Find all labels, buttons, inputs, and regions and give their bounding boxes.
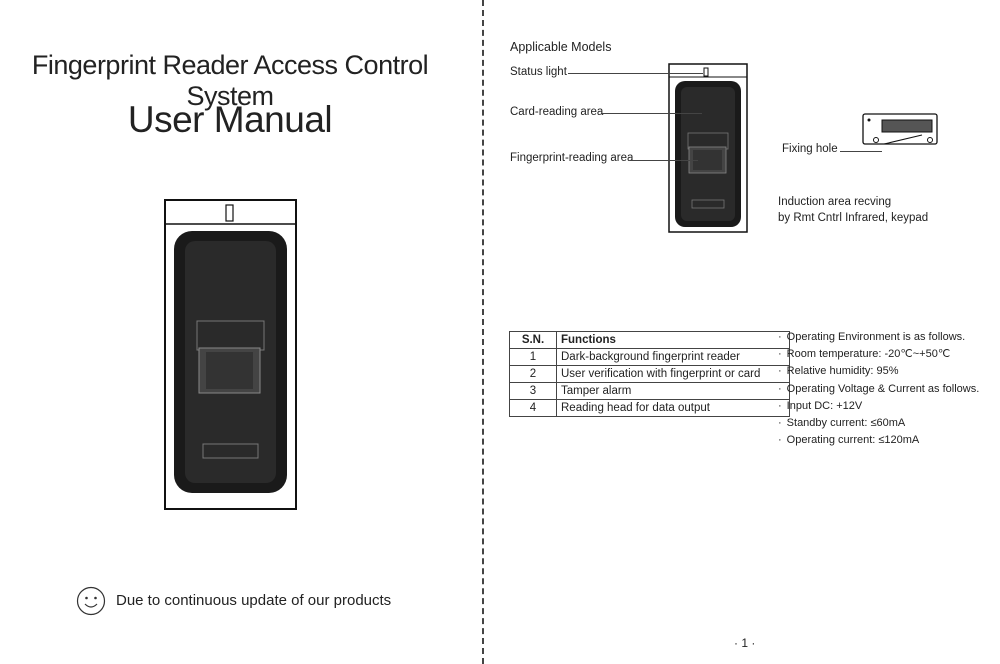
- table-cell-function: Reading head for data output: [556, 399, 790, 417]
- fingerprint-area-pointer: [630, 160, 698, 161]
- device-side-diagram: [862, 113, 938, 145]
- induction-line-2: by Rmt Cntrl Infrared, keypad: [778, 212, 929, 224]
- table-row: 1 Dark-background fingerprint reader: [509, 348, 790, 366]
- spec-item: Operating Voltage & Current as follows.: [778, 381, 980, 398]
- induction-line-1: Induction area recving: [778, 196, 892, 208]
- table-row: 4 Reading head for data output: [509, 399, 790, 417]
- card-area-pointer: [602, 113, 702, 114]
- table-header-sn: S.N.: [509, 331, 557, 349]
- table-cell-sn: 4: [509, 399, 557, 417]
- table-row: 2 User verification with fingerprint or …: [509, 365, 790, 383]
- table-cell-function: Tamper alarm: [556, 382, 790, 400]
- fixing-hole-label: Fixing hole: [782, 143, 838, 155]
- table-row: 3 Tamper alarm: [509, 382, 790, 400]
- status-light-label: Status light: [510, 66, 567, 78]
- update-notice: Due to continuous update of our products: [116, 592, 392, 609]
- table-cell-function: Dark-background fingerprint reader: [556, 348, 790, 366]
- spec-item: Operating Environment is as follows.: [778, 329, 979, 346]
- smiley-icon: [76, 586, 106, 616]
- spec-list: Operating Environment is as follows. Roo…: [778, 329, 980, 449]
- table-header-row: S.N. Functions: [509, 331, 790, 349]
- table-cell-sn: 2: [509, 365, 557, 383]
- manual-subtitle: User Manual: [127, 99, 333, 140]
- spec-item: Operating current: ≤120mA: [778, 432, 979, 449]
- manual-title: Fingerprint Reader Access Control System: [31, 50, 429, 111]
- spec-item: Relative humidity: 95%: [778, 363, 979, 380]
- table-cell-function: User verification with fingerprint or ca…: [556, 365, 790, 383]
- status-light-pointer: [568, 73, 703, 74]
- spec-item: Room temperature: -20℃~+50℃: [778, 346, 979, 363]
- table-cell-sn: 3: [509, 382, 557, 400]
- page-divider: [482, 0, 484, 664]
- fixing-hole-pointer: [840, 151, 882, 152]
- card-area-label: Card-reading area: [510, 106, 604, 118]
- spec-item: Input DC: +12V: [778, 398, 979, 415]
- fingerprint-reader-device-illustration: [164, 199, 297, 510]
- models-heading: Applicable Models: [510, 40, 612, 54]
- spec-item: Standby current: ≤60mA: [778, 415, 979, 432]
- device-front-diagram: [668, 63, 748, 233]
- functions-table: S.N. Functions 1 Dark-background fingerp…: [509, 331, 790, 417]
- fingerprint-area-label: Fingerprint-reading area: [510, 152, 634, 164]
- table-header-functions: Functions: [556, 331, 790, 349]
- table-cell-sn: 1: [509, 348, 557, 366]
- page-number: · 1 ·: [734, 636, 756, 650]
